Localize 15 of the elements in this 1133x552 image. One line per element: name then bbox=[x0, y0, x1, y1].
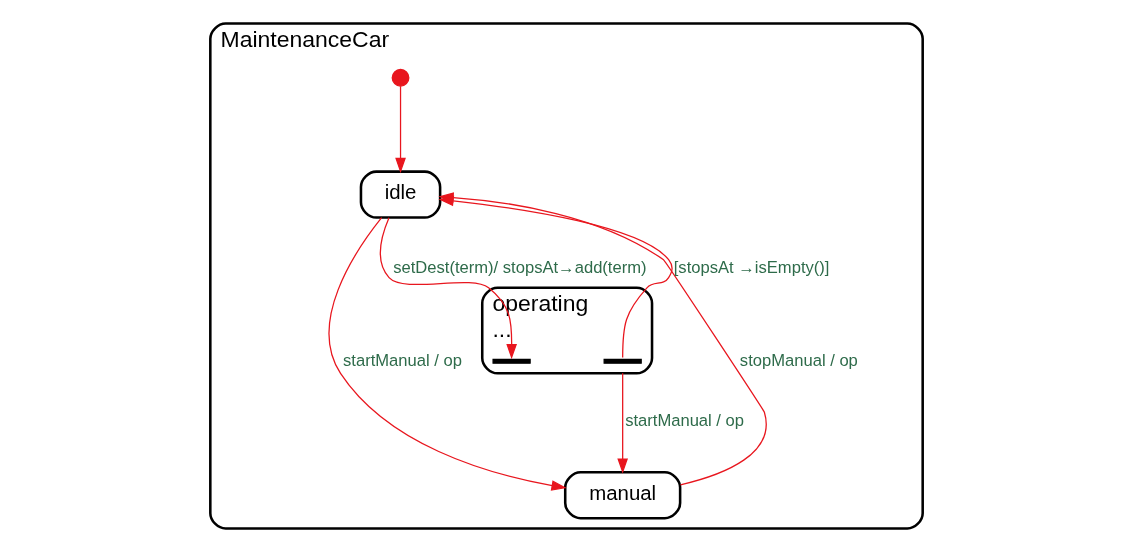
arrow bbox=[395, 85, 406, 174]
node-box: idle bbox=[359, 170, 442, 219]
edge-label: [stopsAt →isEmpty()] bbox=[673, 258, 830, 277]
arrow bbox=[379, 217, 518, 360]
node-box: manual bbox=[563, 471, 682, 520]
edge-label: stopManual / op bbox=[739, 350, 858, 370]
edge-label: startManual / op bbox=[343, 350, 462, 370]
node-bar bbox=[492, 358, 531, 364]
node-circle bbox=[391, 68, 410, 87]
arrow bbox=[328, 217, 567, 491]
node-bar bbox=[603, 358, 642, 364]
edge-label: setDest(term)/ stopsAt→add(term) bbox=[393, 258, 647, 277]
edge-label: startManual / op bbox=[625, 410, 745, 430]
arrow bbox=[438, 195, 673, 359]
arrow bbox=[617, 372, 629, 474]
